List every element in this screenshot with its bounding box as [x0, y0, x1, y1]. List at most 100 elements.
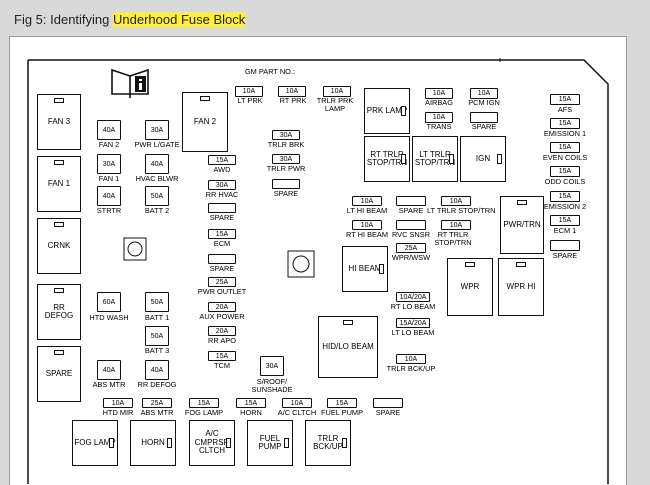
fuse-bottom-6 — [373, 398, 403, 408]
fuse-right-5: 15A — [550, 215, 580, 226]
fuse-pcm-ign: 10A — [470, 88, 498, 99]
relay-hi-beam-clip — [379, 264, 384, 274]
fuse-top-label-2: TRLR PRK LAMP — [316, 96, 354, 113]
fuse-lobeam-label-1: LT LO BEAM — [391, 328, 435, 337]
fuse-sroof-label: S/ROOF/ SUNSHADE — [251, 377, 293, 394]
fuse-mid-label-2: SPARE — [209, 213, 235, 222]
relay-ign-clip — [497, 154, 502, 164]
fuse-col1-2: 40A — [97, 186, 121, 206]
relay-left-4-tab — [54, 350, 64, 355]
fuse-top-0: 10A — [235, 86, 263, 97]
relay-fan2: FAN 2 — [182, 92, 228, 152]
fuse-trans-label: TRANS — [426, 122, 452, 131]
fuse-airbag: 10A — [425, 88, 453, 99]
fuse-batt1-label: BATT 1 — [144, 313, 170, 322]
fuse-bottom-label-0: HTD MIR — [102, 408, 134, 417]
relay-bottom-1-clip — [167, 438, 172, 448]
fuse-bottom-label-6: SPARE — [375, 408, 401, 417]
fuse-mid-label-4: SPARE — [209, 264, 235, 273]
fuse-spare-top-label: SPARE — [471, 122, 497, 131]
fuse-mid-label-6: AUX POWER — [199, 312, 245, 321]
fuse-mid-2 — [208, 203, 236, 213]
relay-left-0-tab — [54, 98, 64, 103]
fuse-rr-defog: 40A — [145, 360, 169, 380]
relay-prk-lamp-clip — [401, 106, 406, 116]
fuse-top-1: 10A — [278, 86, 306, 97]
relay-left-2: CRNK — [37, 218, 81, 274]
fuse-airbag-label: AIRBAG — [425, 98, 453, 107]
fuse-bottom-1: 25A — [142, 398, 172, 408]
relay-fan2-tab — [200, 96, 210, 101]
gm-part-number-label: GM PART NO.: — [244, 67, 296, 76]
relay-left-1: FAN 1 — [37, 156, 81, 212]
fuse-bottom-label-3: HORN — [240, 408, 262, 417]
fuse-sroof: 30A — [260, 356, 284, 376]
fuse-lobeam-0: 10A/20A — [396, 292, 430, 302]
relay-pwr-trn: PWR/TRN — [500, 196, 544, 254]
fuse-bottom-label-4: A/C CLTCH — [277, 408, 317, 417]
fuse-mid-7: 20A — [208, 326, 236, 336]
relay-bottom-0-clip — [109, 438, 114, 448]
fuse-col2-0: 30A — [145, 120, 169, 140]
fuse-rthi-0: 10A — [352, 220, 382, 230]
fuse-hibeam-label-0: LT HI BEAM — [346, 206, 388, 215]
fuse-rthi-label-2: RT TRLR STOP/TRN — [434, 230, 472, 247]
relay-lt-trlr: LT TRLR STOP/TRN — [412, 136, 458, 182]
fuse-trlr-label-1: TRLR PWR — [266, 164, 306, 173]
fuse-wpr-wsw: 25A — [396, 243, 426, 253]
relay-left-0: FAN 3 — [37, 94, 81, 150]
fuse-mid-label-7: RR APO — [208, 336, 236, 345]
fuse-trlr-bck: 10A — [396, 354, 426, 364]
fuse-col2-label-0: PWR L/GATE — [134, 140, 180, 149]
fuse-trans: 10A — [425, 112, 453, 123]
relay-wpr-hi: WPR HI — [498, 258, 544, 316]
fuse-lobeam-1: 15A/20A — [396, 318, 430, 328]
fuse-lobeam-label-0: RT LO BEAM — [390, 302, 436, 311]
fuse-top-label-1: RT PRK — [279, 96, 307, 105]
fuse-right-2: 15A — [550, 142, 580, 153]
fuse-col2-2: 50A — [145, 186, 169, 206]
fuse-trlr-2 — [272, 179, 300, 189]
fuse-right-3: 15A — [550, 166, 580, 177]
fuse-mid-6: 20A — [208, 302, 236, 312]
relay-left-3: RR DEFOG — [37, 284, 81, 340]
fuse-top-label-0: LT PRK — [237, 96, 263, 105]
fuse-right-label-2: EVEN COILS — [542, 153, 588, 162]
fuse-rthi-label-0: RT HI BEAM — [345, 230, 389, 239]
fuse-rthi-1 — [396, 220, 426, 230]
relay-bottom-4-clip — [342, 438, 347, 448]
fuse-right-label-6: SPARE — [552, 251, 578, 260]
fuse-rr-defog-label: RR DEFOG — [137, 380, 177, 389]
fuse-col1-label-0: FAN 2 — [98, 140, 120, 149]
fuse-batt1: 50A — [145, 292, 169, 312]
relay-bottom-3-clip — [284, 438, 289, 448]
figure-caption: Fig 5: Identifying Underhood Fuse Block — [14, 12, 246, 27]
fuse-bottom-label-5: FUEL PUMP — [320, 408, 364, 417]
fuse-col2-1: 40A — [145, 154, 169, 174]
fuse-col2-label-1: HVAC BLWR — [135, 174, 179, 183]
fuse-hibeam-1 — [396, 196, 426, 206]
fuse-mid-label-8: TCM — [213, 361, 230, 370]
relay-left-2-tab — [54, 222, 64, 227]
fuse-hibeam-label-2: LT TRLR STOP/TRN — [427, 206, 496, 215]
fuse-top-2: 10A — [323, 86, 351, 97]
relay-pwr-trn-tab — [517, 200, 527, 205]
fuse-bottom-3: 15A — [236, 398, 266, 408]
fuse-bottom-0: 10A — [103, 398, 133, 408]
fuse-bottom-5: 15A — [327, 398, 357, 408]
fuse-right-label-3: ODD COILS — [544, 177, 586, 186]
fuse-batt3: 50A — [145, 326, 169, 346]
fuse-mid-4 — [208, 254, 236, 264]
fuse-bottom-label-2: FOG LAMP — [184, 408, 224, 417]
fuse-spare-top — [470, 112, 498, 123]
fuse-trlr-label-0: TRLR BRK — [267, 140, 305, 149]
fuse-hibeam-label-1: SPARE — [398, 206, 424, 215]
fuse-pcm-ign-label: PCM IGN — [468, 98, 500, 107]
relay-wpr-tab — [465, 262, 475, 267]
fuse-wpr-wsw-label: WPR/WSW — [391, 253, 431, 262]
fuse-bottom-4: 10A — [282, 398, 312, 408]
relay-left-1-tab — [54, 160, 64, 165]
fuse-right-0: 15A — [550, 94, 580, 105]
fuse-right-6 — [550, 240, 580, 251]
